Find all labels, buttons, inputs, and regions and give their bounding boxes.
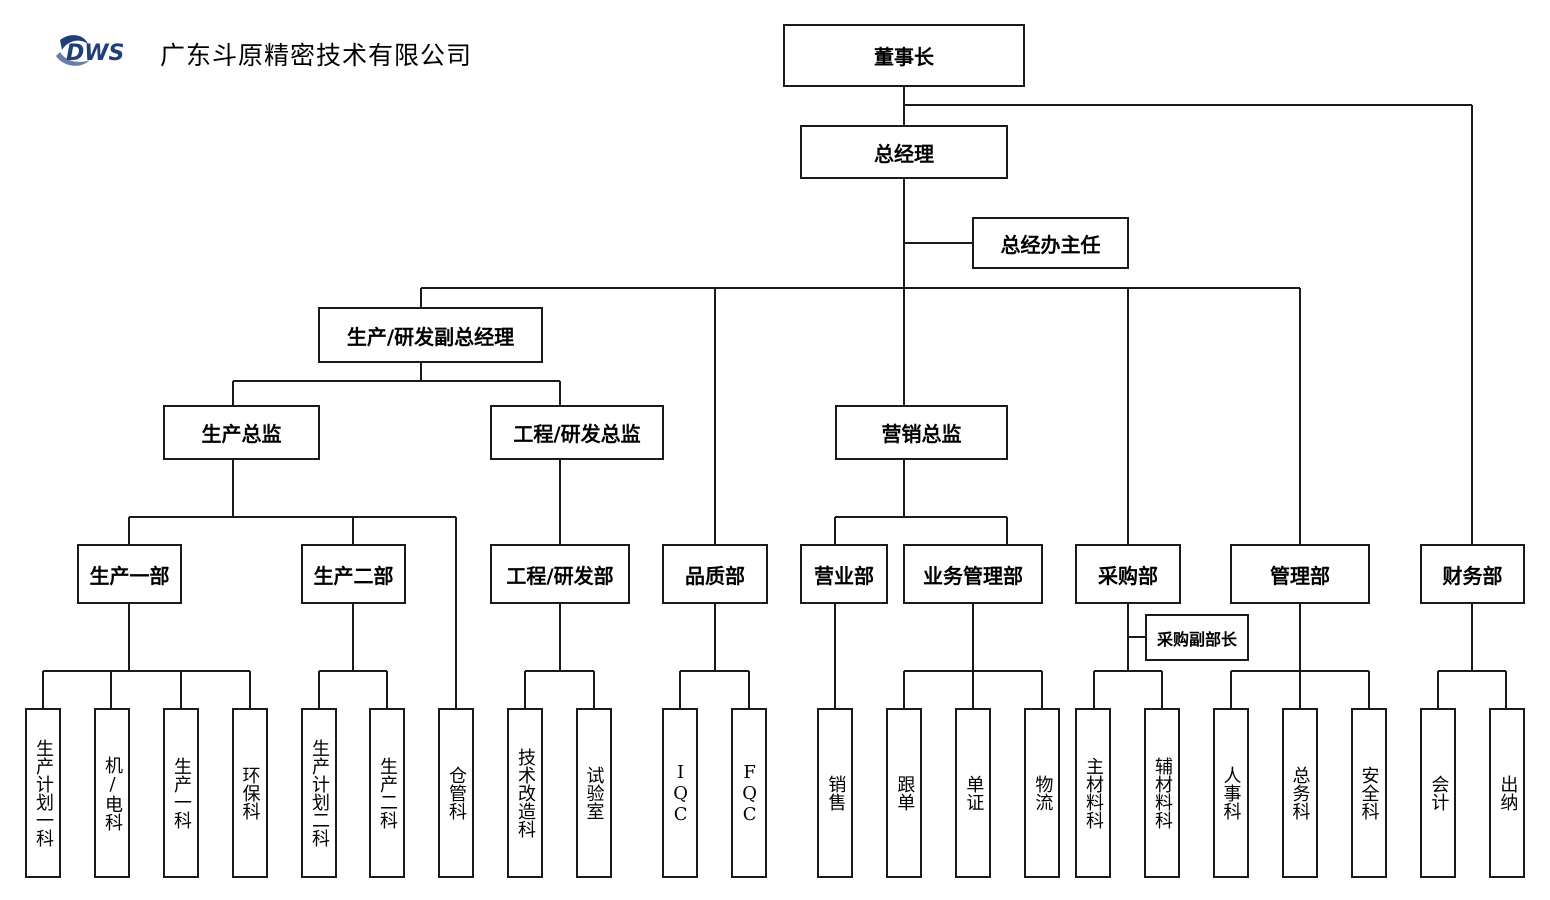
section-safety: 安全科 bbox=[1351, 708, 1387, 878]
section-documents: 单证 bbox=[955, 708, 991, 878]
dws-logo-icon: DWS bbox=[56, 35, 124, 66]
node-vp-production-rd: 生产/研发副总经理 bbox=[318, 307, 543, 363]
company-name: 广东斗原精密技术有限公司 bbox=[160, 41, 473, 70]
node-chairman: 董事长 bbox=[783, 24, 1025, 87]
section-general-affairs: 总务科 bbox=[1282, 708, 1318, 878]
section-label: 技术改造科 bbox=[515, 748, 536, 838]
section-fqc: FQC bbox=[731, 708, 767, 878]
node-engineering-rd-director: 工程/研发总监 bbox=[490, 405, 664, 460]
section-label: 生产计划二科 bbox=[309, 739, 330, 847]
section-warehouse: 仓管科 bbox=[438, 708, 474, 878]
node-business-mgmt-dept: 业务管理部 bbox=[903, 544, 1043, 604]
section-label: 会计 bbox=[1428, 775, 1450, 811]
section-environment: 环保科 bbox=[232, 708, 268, 878]
node-general-manager: 总经理 bbox=[800, 125, 1008, 179]
section-label: 销售 bbox=[825, 775, 847, 811]
section-plan-1: 生产计划一科 bbox=[25, 708, 61, 878]
section-lab: 试验室 bbox=[576, 708, 612, 878]
section-label: 生产二科 bbox=[377, 757, 398, 829]
section-label: 安全科 bbox=[1358, 766, 1380, 820]
section-label: 生产计划一科 bbox=[33, 739, 54, 847]
section-label: 出纳 bbox=[1497, 775, 1519, 811]
logo-text: DWS bbox=[66, 41, 124, 66]
node-production-dept-1: 生产一部 bbox=[77, 544, 182, 604]
section-cashier: 出纳 bbox=[1489, 708, 1525, 878]
node-gm-office-director: 总经办主任 bbox=[972, 217, 1129, 269]
section-plan-2: 生产计划二科 bbox=[301, 708, 337, 878]
section-label: 辅材料科 bbox=[1152, 757, 1173, 829]
section-label: 环保科 bbox=[239, 766, 261, 820]
company-logo: DWS bbox=[54, 30, 142, 74]
node-marketing-director: 营销总监 bbox=[835, 405, 1008, 460]
section-accounting: 会计 bbox=[1420, 708, 1456, 878]
section-sales: 销售 bbox=[817, 708, 853, 878]
node-management-dept: 管理部 bbox=[1230, 544, 1370, 604]
section-label: 机/电科 bbox=[102, 755, 123, 831]
section-label: 物流 bbox=[1032, 775, 1054, 811]
section-iqc: IQC bbox=[662, 708, 698, 878]
section-tech-improve: 技术改造科 bbox=[507, 708, 543, 878]
section-main-material: 主材料科 bbox=[1075, 708, 1111, 878]
section-label: 总务科 bbox=[1289, 766, 1311, 820]
section-aux-material: 辅材料科 bbox=[1144, 708, 1180, 878]
section-logistics: 物流 bbox=[1024, 708, 1060, 878]
section-label: 主材料科 bbox=[1083, 757, 1104, 829]
section-label: FQC bbox=[739, 761, 761, 825]
node-purchasing-dept: 采购部 bbox=[1075, 544, 1181, 604]
section-label: IQC bbox=[670, 761, 692, 825]
section-prod-1: 生产一科 bbox=[163, 708, 199, 878]
section-prod-2: 生产二科 bbox=[369, 708, 405, 878]
node-purchasing-deputy: 采购副部长 bbox=[1145, 614, 1249, 661]
section-label: 试验室 bbox=[583, 766, 605, 820]
node-finance-dept: 财务部 bbox=[1420, 544, 1525, 604]
section-label: 仓管科 bbox=[446, 766, 467, 820]
section-label: 人事科 bbox=[1220, 766, 1242, 820]
node-business-dept: 营业部 bbox=[800, 544, 888, 604]
section-order-follow: 跟单 bbox=[886, 708, 922, 878]
node-quality-dept: 品质部 bbox=[662, 544, 768, 604]
section-label: 单证 bbox=[963, 775, 985, 811]
node-production-director: 生产总监 bbox=[163, 405, 320, 460]
section-label: 跟单 bbox=[894, 775, 916, 811]
section-mech-elec: 机/电科 bbox=[94, 708, 130, 878]
node-engineering-rd-dept: 工程/研发部 bbox=[490, 544, 630, 604]
node-production-dept-2: 生产二部 bbox=[301, 544, 406, 604]
section-hr: 人事科 bbox=[1213, 708, 1249, 878]
section-label: 生产一科 bbox=[171, 757, 192, 829]
